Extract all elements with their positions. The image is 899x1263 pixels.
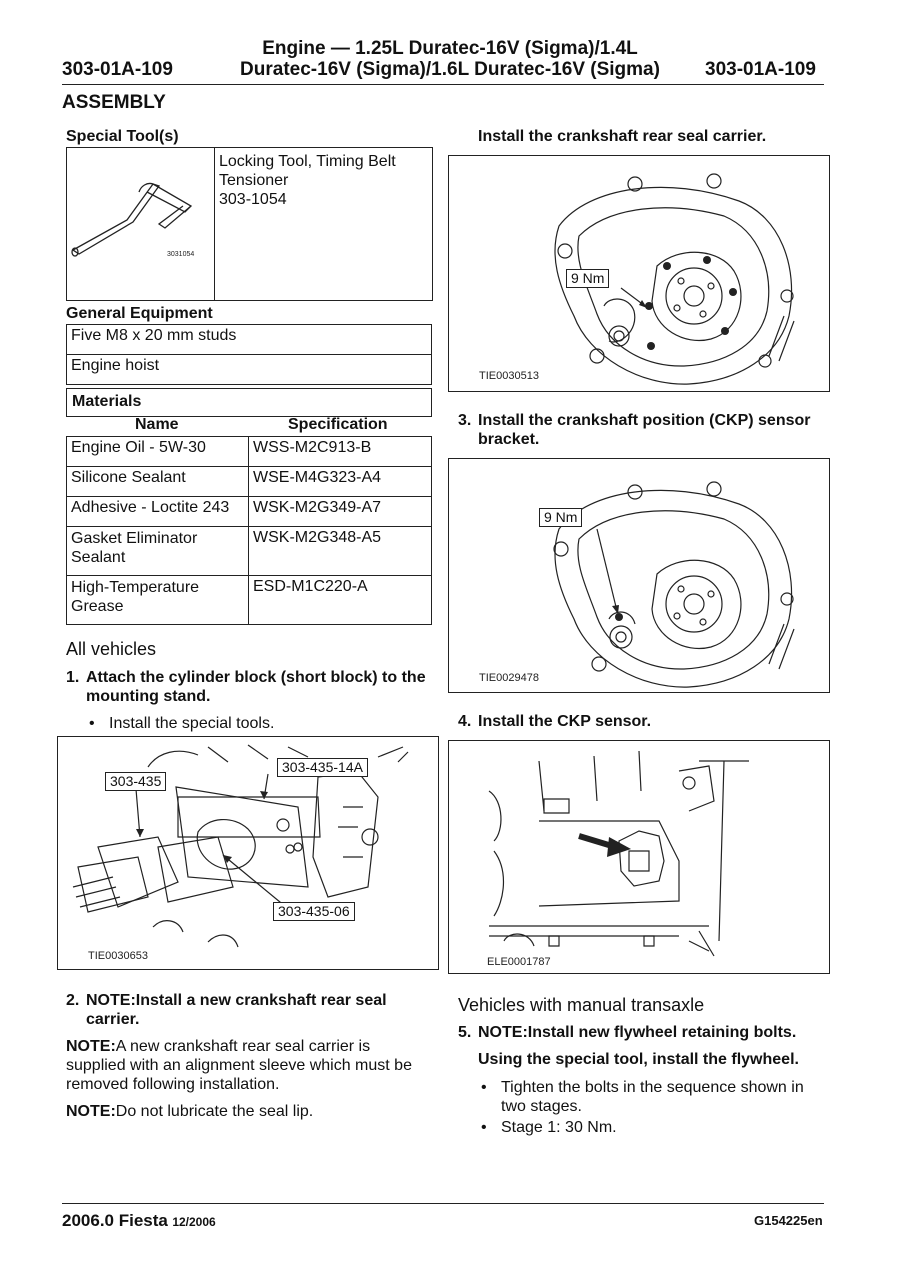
all-vehicles-heading: All vehicles [66,639,157,659]
locking-tool-icon: 3031054 [71,182,194,258]
step-3-number: 3. [458,412,472,429]
install-rear-seal-heading: Install the crankshaft rear seal carrier… [478,128,767,145]
table-row: Engine hoist [66,354,432,385]
note-2: NOTE:Do not lubricate the seal lip. [66,1102,313,1121]
rear-seal-carrier-illustration-icon: TIE0030513 [479,173,795,385]
tool-name-2: Tensioner [219,172,289,189]
callout-303-435-14A: 303-435-14A [277,758,368,777]
footer-rule [62,1203,824,1204]
figure-mounting-stand: TIE0030653 303-435 303-435-14A 303-435-0… [57,736,439,970]
table-row: Five M8 x 20 mm studs [66,324,432,355]
step-4-text: Install the CKP sensor. [478,713,652,730]
tool-name-1: Locking Tool, Timing Belt [219,153,396,170]
footer-date: 12/2006 [172,1215,216,1229]
step-2-line: carrier. [86,1011,140,1028]
material-name: High-Temperature Grease [66,575,249,625]
callout-303-435: 303-435 [105,772,167,791]
step-5-bullet-2: Stage 1: 30 Nm. [481,1118,617,1137]
callout-303-435-06: 303-435-06 [273,902,355,921]
material-name: Gasket Eliminator Sealant [66,526,249,576]
torque-callout: 9 Nm [539,508,583,527]
step-5-line1: NOTE:Install new flywheel retaining bolt… [478,1024,797,1041]
manual-transaxle-heading: Vehicles with manual transaxle [458,995,705,1015]
note-1-text: A new crankshaft rear seal carrier is su… [66,1038,412,1093]
step-1-number: 1. [66,669,80,686]
step-5-line2: Using the special tool, install the flyw… [478,1051,799,1068]
step-2-number: 2. [66,992,80,1009]
general-equipment-heading: General Equipment [66,305,213,322]
note-2-text: Do not lubricate the seal lip. [115,1103,314,1120]
material-spec: WSE-M4G323-A4 [248,466,432,497]
header-rule [62,84,824,85]
header-title-line1: Engine — 1.25L Duratec-16V (Sigma)/1.4L [262,38,638,59]
tool-image-code: 3031054 [167,251,194,258]
header-title: Engine — 1.25L Duratec-16V (Sigma)/1.4L … [215,38,685,80]
materials-col-name: Name [135,416,179,433]
header-title-line2: Duratec-16V (Sigma)/1.6L Duratec-16V (Si… [240,59,660,80]
section-title: ASSEMBLY [62,92,166,113]
tool-description: Locking Tool, Timing Belt Tensioner 303-… [219,152,396,209]
step-3-text: Install the crankshaft position (CKP) se… [478,411,811,449]
step-1-text: Attach the cylinder block (short block) … [86,668,426,706]
torque-callout: 9 Nm [566,269,610,288]
step-2-text: NOTE:Install a new crankshaft rear seal … [86,991,387,1029]
step-4-number: 4. [458,713,472,730]
step-1-line: mounting stand. [86,688,211,705]
footer-model-name: 2006.0 Fiesta [62,1211,168,1230]
bullet-line: two stages. [501,1098,582,1115]
special-tools-box: 3031054 Locking Tool, Timing Belt Tensio… [66,147,433,301]
figure-2-code: TIE0030513 [479,370,539,382]
step-3-line: bracket. [478,431,540,448]
bullet-line: Tighten the bolts in the sequence shown … [501,1079,804,1096]
materials-col-spec: Specification [288,416,388,433]
material-name: Engine Oil - 5W-30 [66,436,249,467]
page-code-right: 303-01A-109 [705,59,816,80]
material-name: Silicone Sealant [66,466,249,497]
material-name: Adhesive - Loctite 243 [66,496,249,527]
page-code-left: 303-01A-109 [62,59,173,80]
step-5-bullet-1: Tighten the bolts in the sequence shown … [481,1078,804,1116]
footer-model: 2006.0 Fiesta 12/2006 [62,1211,216,1231]
figure-4-code: ELE0001787 [487,956,551,968]
equipment-item: Five M8 x 20 mm studs [66,324,432,355]
footer-doc-id: G154225en [754,1213,823,1228]
step-1-bullet: Install the special tools. [89,714,274,733]
material-spec: WSS-M2C913-B [248,436,432,467]
figure-ckp-bracket: TIE0029478 9 Nm [448,458,830,693]
note-2-label: NOTE: [66,1103,116,1120]
step-3-line: Install the crankshaft position (CKP) se… [478,412,811,429]
note-1: NOTE:A new crankshaft rear seal carrier … [66,1037,431,1094]
figure-ckp-sensor: ELE0001787 [448,740,830,974]
ckp-sensor-illustration-icon: ELE0001787 [487,750,749,968]
materials-heading: Materials [72,393,142,410]
tool-image-cell: 3031054 [67,148,215,300]
step-5-number: 5. [458,1024,472,1041]
special-tools-heading: Special Tool(s) [66,128,179,145]
figure-3-code: TIE0029478 [479,672,539,684]
general-equipment-table: Five M8 x 20 mm studs Engine hoist [66,324,432,385]
material-spec: WSK-M2G349-A7 [248,496,432,527]
figure-rear-seal-carrier: TIE0030513 9 Nm [448,155,830,392]
equipment-item: Engine hoist [66,354,432,385]
step-2-line: NOTE:Install a new crankshaft rear seal [86,992,387,1009]
materials-heading-box: Materials [66,388,432,417]
ckp-bracket-illustration-icon: TIE0029478 [479,481,795,688]
note-1-label: NOTE: [66,1038,116,1055]
material-spec: WSK-M2G348-A5 [248,526,432,576]
figure-1-code: TIE0030653 [88,950,148,962]
step-1-line: Attach the cylinder block (short block) … [86,669,426,686]
tool-number: 303-1054 [219,191,287,208]
material-spec: ESD-M1C220-A [248,575,432,625]
engine-stand-illustration-icon: TIE0030653 [72,744,409,962]
